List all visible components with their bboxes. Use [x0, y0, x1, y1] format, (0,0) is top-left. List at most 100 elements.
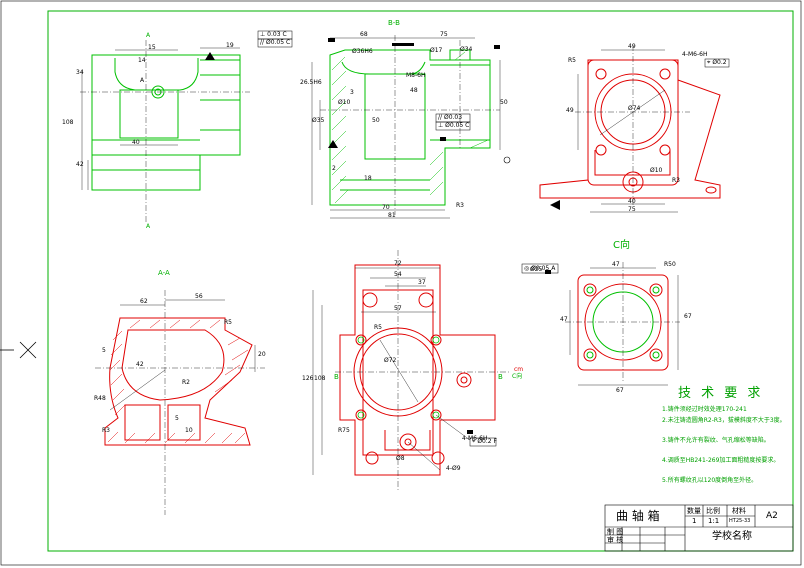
v1-dim-4: 108 — [62, 119, 74, 126]
fcf-3: ⌖ Ø0.2 — [707, 59, 727, 66]
v1-dim-2: 19 — [226, 42, 234, 49]
view-side-centerlines — [80, 40, 250, 222]
v5-dim-1: 54 — [394, 271, 402, 278]
header-scale: 比例 — [706, 507, 720, 515]
v3-dim-4: Ø74 — [628, 105, 641, 112]
v2-dim-14: 70 — [382, 204, 390, 211]
v2-dim-3: Ø34 — [460, 46, 473, 53]
v1-dim-5: 42 — [76, 161, 84, 168]
v3-dim-6: 40 — [628, 198, 636, 205]
cut-b-right-label: B — [498, 373, 503, 381]
part-name: 曲 轴 箱 — [616, 509, 660, 523]
v3-dim-2: R5 — [568, 57, 576, 64]
fcf-4: // Ø0.03 — [438, 114, 463, 121]
v2-dim-13: 18 — [364, 175, 372, 182]
v4-dim-5: 20 — [258, 351, 266, 358]
view-side — [91, 54, 241, 191]
v3-dim-8: R3 — [672, 177, 680, 184]
section-bb-title: B-B — [388, 19, 400, 27]
v5-dim-8: Ø8 — [396, 455, 405, 462]
drawn-by-label: 制 图 — [607, 528, 624, 536]
v2-dim-8: 50 — [500, 99, 508, 106]
v2-dim-5: Ø35 — [312, 117, 325, 124]
inner-frame — [47, 10, 794, 552]
v3-dim-0: 49 — [628, 43, 636, 50]
header-material: 材料 — [732, 507, 746, 515]
datum-c-icon — [503, 156, 511, 164]
v2-dim-4: 26.5H6 — [300, 79, 322, 86]
header-count: 数量 — [687, 507, 701, 515]
v2-dim-2: Ø36H6 — [352, 48, 373, 55]
cut-b-left-label: B — [334, 373, 339, 381]
v5-dim-4: R5 — [374, 324, 382, 331]
v2-dim-6: 48 — [410, 87, 418, 94]
v6-dim-5: Ø25 — [530, 266, 543, 273]
title-block — [604, 504, 794, 552]
v3-dim-5: Ø10 — [650, 167, 663, 174]
v5-dim-10: R75 — [338, 427, 350, 434]
v4-dim-2: 5 — [102, 347, 106, 354]
tech-req-item-5: 5.所有螺纹孔以120度倒角至外径。 — [662, 477, 758, 484]
v3-dim-3: 49 — [566, 107, 574, 114]
fcf-1: ⊥ 0.03 C — [260, 31, 287, 38]
v1-dim-1: 14 — [138, 57, 146, 64]
v2-dim-1: 75 — [440, 31, 448, 38]
v4-dim-1: 56 — [195, 293, 203, 300]
v2-dim-9: M8-6H — [406, 72, 426, 79]
v5-dim-0: 72 — [394, 260, 402, 267]
tech-req-item-4: 4.调质至HB241-269加工面粗糙度按要求。 — [662, 457, 780, 464]
v6-dim-1: R50 — [664, 261, 676, 268]
cut-c-label: C向 — [512, 373, 523, 380]
school-name: 学校名称 — [712, 531, 752, 542]
v4-dim-4: 42 — [136, 361, 144, 368]
v2-dim-15: 81 — [388, 212, 396, 219]
v2-dim-0: 68 — [360, 31, 368, 38]
view-c-title: C向 — [613, 240, 630, 251]
view-section-aa-centerlines — [95, 290, 265, 515]
v5-dim-3: 57 — [394, 305, 402, 312]
fcf-6: ◎ Ø0.05 A — [524, 265, 556, 272]
value-scale: 1:1 — [708, 517, 720, 525]
v4-dim-0: 62 — [140, 298, 148, 305]
v2-dim-11: Ø10 — [338, 99, 351, 106]
v1-dim-0: 15 — [148, 44, 156, 51]
v5-dim-5: 108 — [314, 375, 326, 382]
v2-dim-10: Ø17 — [430, 47, 443, 54]
fcf-boxes — [257, 30, 730, 447]
datum-flags — [205, 38, 560, 434]
v4-dim-10: 10 — [185, 427, 193, 434]
view-top-dims — [577, 49, 678, 213]
checked-by-label: 审 核 — [607, 536, 624, 544]
v2-dim-12: 2 — [332, 165, 336, 172]
view-top-centerlines — [575, 45, 690, 205]
v5-dim-6: 126 — [302, 375, 314, 382]
v5-dim-11: 4-Ø9 — [446, 465, 461, 472]
v5-dim-7: Ø72 — [384, 357, 397, 364]
v2-dim-7: 50 — [372, 117, 380, 124]
value-material: HT25-33 — [729, 518, 751, 524]
cut-a-top-label: A — [146, 32, 151, 39]
fcf-2: // Ø0.05 C — [260, 39, 291, 46]
v4-dim-9: 5 — [175, 415, 179, 422]
view-front-centerlines — [335, 250, 510, 490]
view-front-holes-green — [357, 336, 440, 419]
v4-dim-8: R3 — [102, 427, 110, 434]
v1-dim-7: A — [140, 77, 145, 84]
v3-dim-7: 75 — [628, 206, 636, 213]
tech-req-title: 技 术 要 求 — [678, 386, 764, 401]
section-aa-title: A-A — [158, 269, 170, 277]
v5-dim-9: 4-M6-6H — [462, 435, 488, 442]
view-section-bb-centerlines — [320, 35, 500, 215]
view-section-bb-dims — [311, 37, 501, 219]
tech-req-item-3: 3.铸件不允许有裂纹、气孔缩松等缺陷。 — [662, 437, 770, 444]
fcf-7: ⌖ Ø0.2 F — [472, 438, 497, 445]
v1-dim-3: 34 — [76, 69, 84, 76]
view-top — [539, 59, 721, 199]
cross-mark-icon — [0, 341, 37, 359]
sheet-size: A2 — [766, 511, 778, 521]
view-section-aa-hatch — [107, 319, 249, 444]
view-section-aa — [104, 317, 253, 446]
view-section-bb-hatch — [331, 51, 489, 204]
